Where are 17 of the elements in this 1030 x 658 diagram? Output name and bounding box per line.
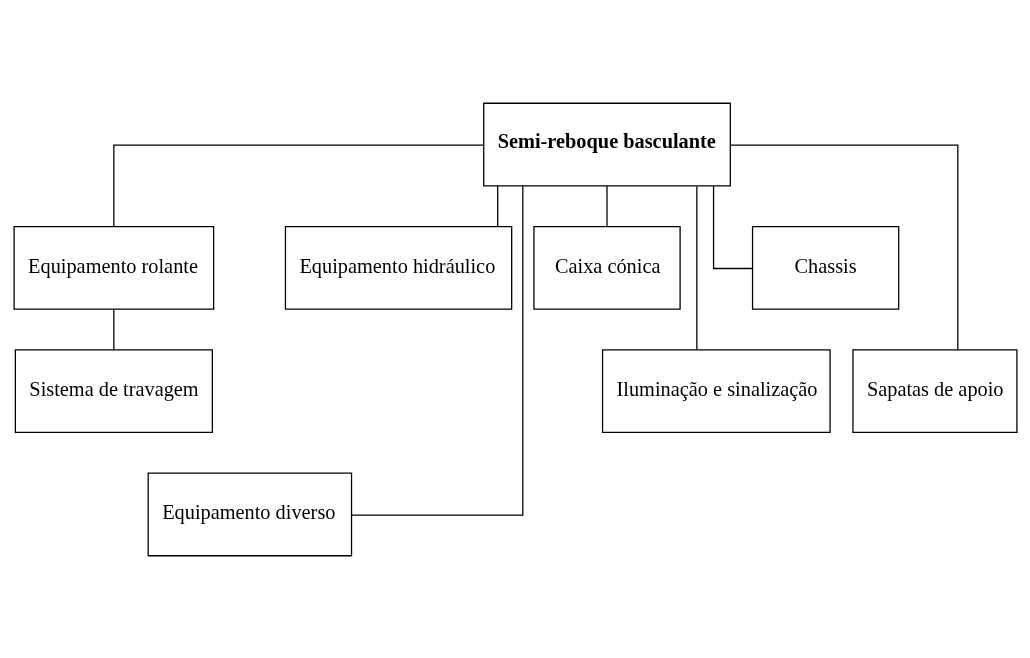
- node-box: Sapatas de apoio: [851, 348, 1018, 433]
- node-box: Iluminação e sinalização: [601, 348, 831, 433]
- connector: [729, 144, 958, 350]
- connector: [695, 185, 697, 350]
- connector: [112, 308, 114, 350]
- connector: [112, 144, 484, 227]
- node-box: Equipamento diverso: [147, 472, 352, 556]
- node-box: Equipamento rolante: [12, 225, 214, 310]
- node-box: Semi-reboque basculante: [482, 102, 731, 186]
- connector: [496, 184, 498, 227]
- connector: [712, 185, 753, 269]
- node-box: Chassis: [751, 225, 899, 310]
- connector: [350, 184, 523, 516]
- node-box: Caixa cónica: [532, 225, 681, 310]
- connector: [605, 184, 608, 227]
- node-box: Equipamento hidráulico: [284, 225, 512, 310]
- node-box: Sistema de travagem: [14, 348, 213, 433]
